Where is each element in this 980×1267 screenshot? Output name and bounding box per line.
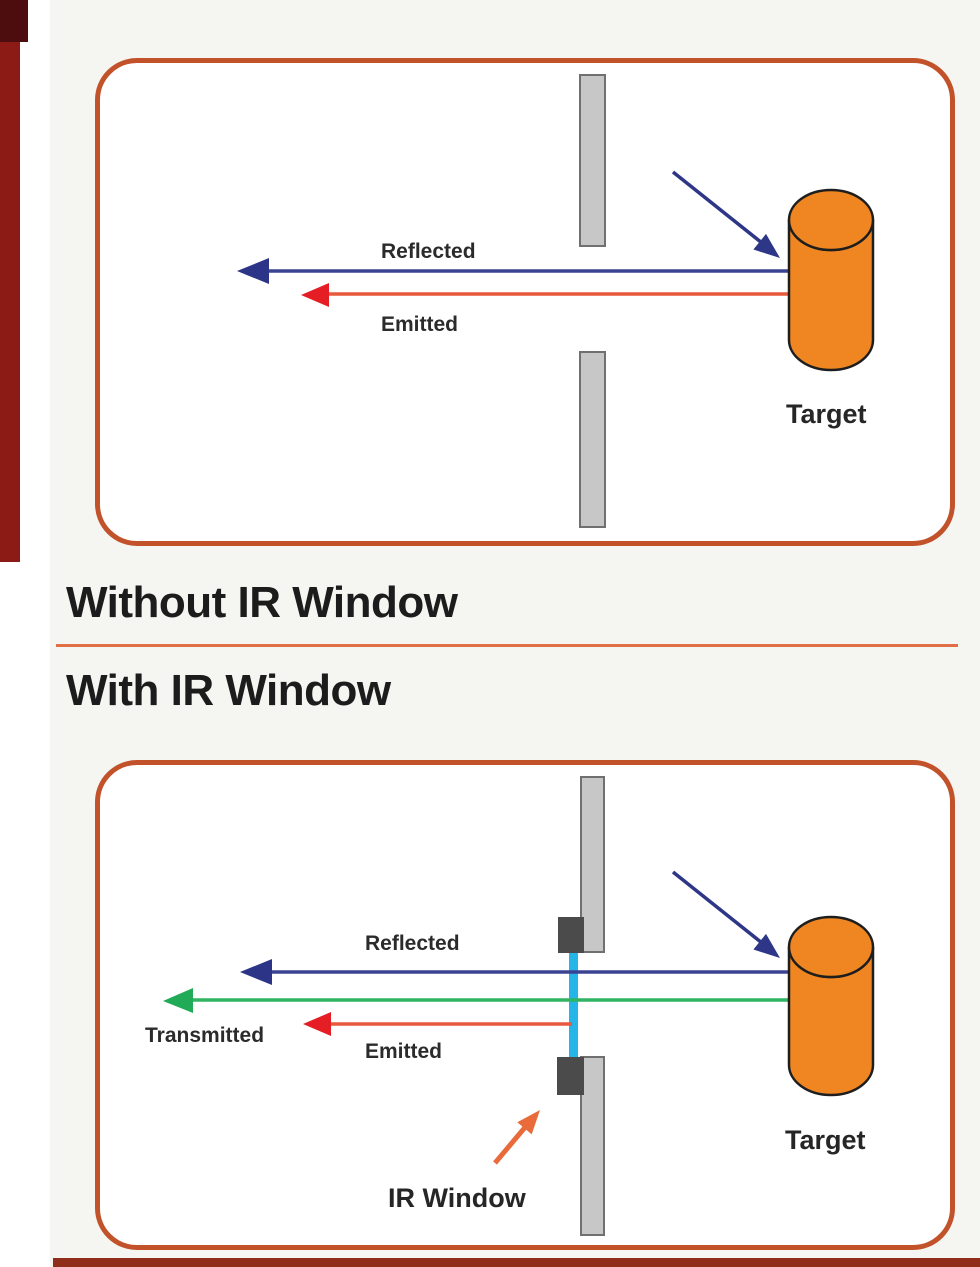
top-reflected-label: Reflected (381, 240, 476, 263)
top-emitted-label: Emitted (381, 313, 459, 336)
without-ir-window-panel (95, 58, 955, 546)
bottom-reflected-label: Reflected (365, 932, 460, 955)
section-divider (56, 644, 958, 647)
screenshot-edge-block (0, 0, 28, 42)
ir-window-label: IR Window (388, 1183, 526, 1213)
screenshot-bottom-edge-strip (53, 1258, 980, 1267)
top-target-label: Target (786, 399, 867, 429)
bottom-emitted-label: Emitted (365, 1040, 443, 1063)
screenshot-left-edge-bar (0, 42, 20, 562)
transmitted-label: Transmitted (145, 1024, 265, 1047)
bottom-target-label: Target (785, 1125, 866, 1155)
with-ir-window-panel (95, 760, 955, 1250)
section-title-without-ir-window: Without IR Window (66, 578, 458, 627)
section-title-with-ir-window: With IR Window (66, 666, 391, 715)
